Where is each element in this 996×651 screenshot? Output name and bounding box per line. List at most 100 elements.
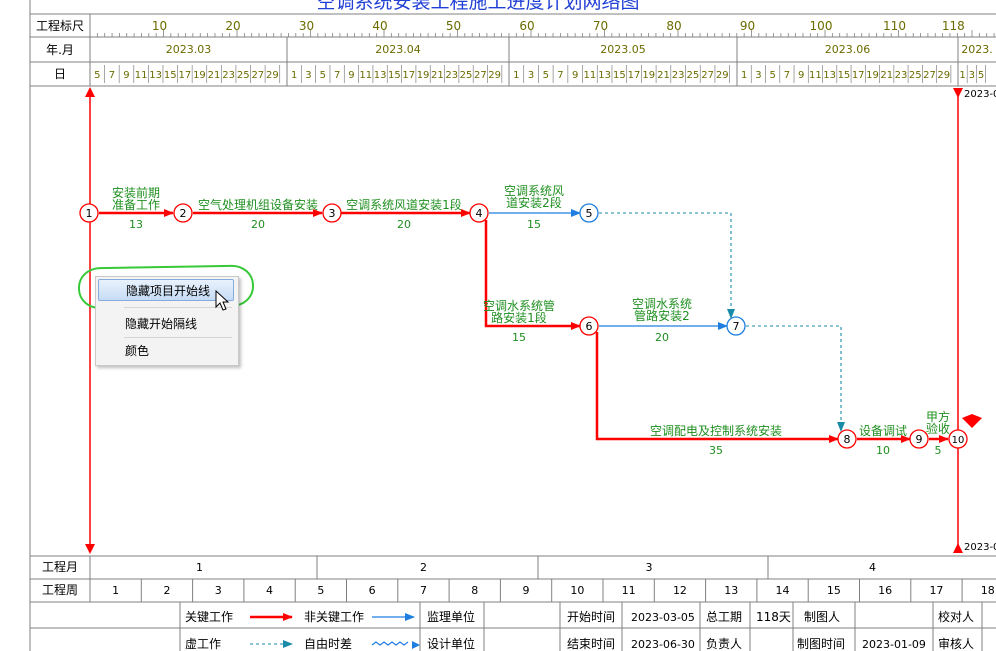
day-label: 13 bbox=[823, 70, 836, 81]
day-label: 3 bbox=[305, 70, 311, 81]
day-label: 7 bbox=[784, 70, 790, 81]
month-label: 2023.03 bbox=[166, 43, 212, 56]
day-label: 1 bbox=[741, 70, 747, 81]
footer-week: 15 bbox=[827, 584, 841, 597]
day-label: 15 bbox=[613, 70, 626, 81]
day-label: 3 bbox=[755, 70, 761, 81]
footer-week: 10 bbox=[570, 584, 584, 597]
task-name: 甲方 bbox=[926, 409, 950, 424]
start-value: 2023-03-05 bbox=[631, 611, 695, 624]
node-number: 1 bbox=[86, 207, 93, 220]
design-label: 设计单位 bbox=[427, 636, 475, 651]
network-edges bbox=[99, 209, 982, 443]
node-number: 6 bbox=[586, 320, 593, 333]
footer: 工程月 工程周 关键工作 非关键工作 虚工作 自由时差 监理单位 设计单位 开始… bbox=[30, 556, 996, 651]
legend-float-label: 自由时差 bbox=[304, 637, 352, 651]
day-label: 23 bbox=[895, 70, 908, 81]
supervisor-label: 监理单位 bbox=[427, 609, 475, 624]
scale-tick-label: 70 bbox=[593, 19, 608, 33]
context-menu: 隐藏项目开始线 隐藏开始隔线 颜色 bbox=[95, 276, 239, 366]
day-label: 13 bbox=[598, 70, 611, 81]
task-duration: 20 bbox=[251, 218, 265, 231]
scale-tick-label: 80 bbox=[666, 19, 681, 33]
menu-item-color[interactable]: 颜色 bbox=[98, 340, 234, 362]
menu-item-label: 隐藏项目开始线 bbox=[126, 284, 211, 298]
footer-week: 11 bbox=[622, 584, 636, 597]
footer-week: 5 bbox=[317, 584, 324, 597]
network-node[interactable] bbox=[909, 429, 929, 449]
menu-item-label: 隐藏开始隔线 bbox=[125, 317, 198, 331]
reviewer-label: 审核人 bbox=[938, 636, 974, 651]
task-name: 空调系统风 bbox=[504, 184, 564, 198]
diagram-body: 2023-0 2023-0 bbox=[30, 87, 996, 603]
node-number: 3 bbox=[329, 207, 336, 220]
day-label: 29 bbox=[266, 70, 279, 81]
task-name: 准备工作 bbox=[112, 198, 160, 212]
network-node[interactable] bbox=[79, 203, 99, 223]
day-label: 15 bbox=[838, 70, 851, 81]
task-name: 空调水系统管 bbox=[483, 298, 555, 313]
day-label: 29 bbox=[488, 70, 501, 81]
scale-tick-label: 90 bbox=[740, 19, 755, 33]
task-duration: 13 bbox=[129, 218, 143, 231]
task-duration: 20 bbox=[655, 331, 669, 344]
day-label: 17 bbox=[628, 70, 641, 81]
checker-label: 校对人 bbox=[938, 609, 974, 624]
end-label: 结束时间 bbox=[567, 637, 615, 651]
network-node[interactable] bbox=[837, 429, 857, 449]
manager-label: 负责人 bbox=[706, 637, 742, 651]
scale-tick-label: 60 bbox=[519, 19, 534, 33]
task-name: 设备调试 bbox=[859, 423, 907, 438]
footer-week: 9 bbox=[523, 584, 530, 597]
day-label: 23 bbox=[672, 70, 685, 81]
network-node[interactable] bbox=[469, 203, 489, 223]
network-node[interactable] bbox=[173, 203, 193, 223]
day-label: 17 bbox=[852, 70, 865, 81]
network-node[interactable] bbox=[579, 203, 599, 223]
node-number: 4 bbox=[476, 207, 483, 220]
node-number: 5 bbox=[586, 207, 593, 220]
footer-week: 17 bbox=[929, 584, 943, 597]
diagram-title: 空调系统安装工程施工进度计划网络图 bbox=[316, 0, 639, 13]
day-label: 19 bbox=[417, 70, 430, 81]
day-label: 15 bbox=[388, 70, 401, 81]
day-label: 21 bbox=[208, 70, 221, 81]
network-node[interactable] bbox=[322, 203, 342, 223]
scale-tick-label: 118 bbox=[942, 19, 965, 33]
footer-week: 18 bbox=[981, 584, 995, 597]
scale-tick-label: 30 bbox=[299, 19, 314, 33]
day-label: 23 bbox=[222, 70, 235, 81]
footer-week: 16 bbox=[878, 584, 892, 597]
day-label: 27 bbox=[251, 70, 264, 81]
day-label: 11 bbox=[359, 70, 372, 81]
draw-date-label: 制图时间 bbox=[797, 637, 845, 651]
month-label: 2023.04 bbox=[375, 43, 421, 56]
menu-item-hide-project-start-line[interactable]: 隐藏项目开始线 bbox=[98, 279, 234, 301]
day-label: 9 bbox=[798, 70, 804, 81]
footer-week: 14 bbox=[776, 584, 790, 597]
month-row-label: 年.月 bbox=[46, 43, 74, 57]
footer-week: 6 bbox=[369, 584, 376, 597]
task-duration: 15 bbox=[512, 331, 526, 344]
draw-date-value: 2023-01-09 bbox=[862, 638, 926, 651]
day-label: 23 bbox=[445, 70, 458, 81]
task-duration: 5 bbox=[935, 444, 942, 457]
day-label: 29 bbox=[937, 70, 950, 81]
menu-item-hide-start-separator[interactable]: 隐藏开始隔线 bbox=[98, 313, 234, 335]
day-label: 3 bbox=[969, 70, 975, 81]
day-label: 17 bbox=[178, 70, 191, 81]
network-node[interactable] bbox=[726, 316, 746, 336]
end-date-bottom: 2023-0 bbox=[964, 542, 996, 553]
legend-critical-label: 关键工作 bbox=[185, 610, 233, 624]
legend-float-line bbox=[371, 641, 409, 646]
task-name: 安装前期 bbox=[112, 185, 160, 200]
day-label: 13 bbox=[374, 70, 387, 81]
task-name: 道安装2段 bbox=[506, 195, 562, 210]
network-node[interactable] bbox=[948, 429, 968, 449]
day-label: 11 bbox=[809, 70, 822, 81]
network-node[interactable] bbox=[579, 316, 599, 336]
day-label: 9 bbox=[123, 70, 129, 81]
day-label: 7 bbox=[334, 70, 340, 81]
day-label: 11 bbox=[584, 70, 597, 81]
